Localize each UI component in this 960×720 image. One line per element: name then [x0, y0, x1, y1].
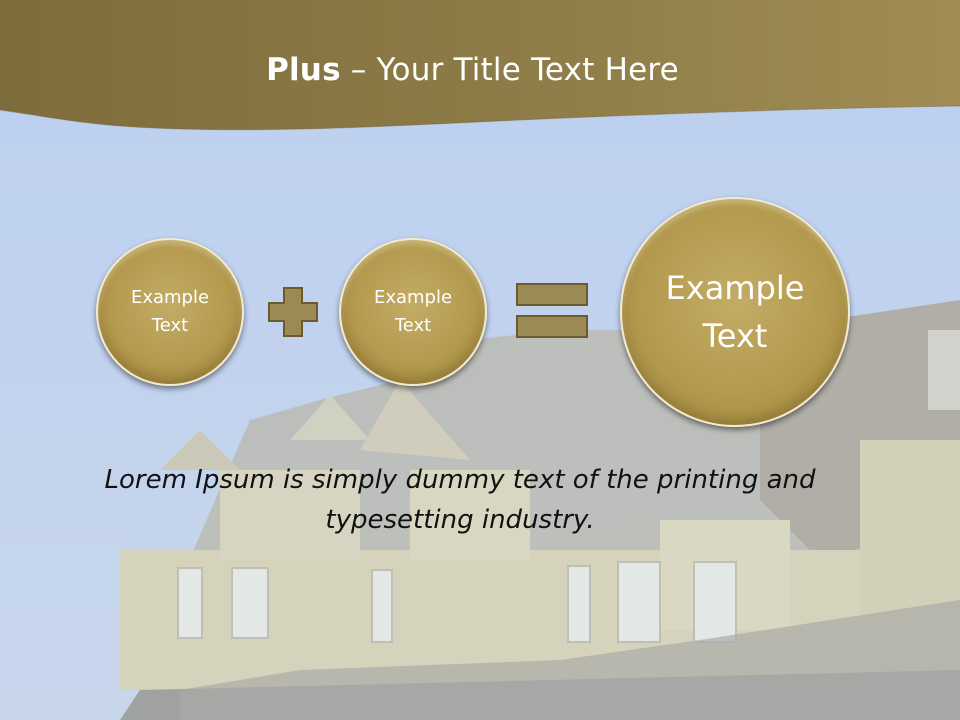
circle-1-label: Example Text	[130, 287, 210, 336]
body-text: Lorem Ipsum is simply dummy text of the …	[104, 465, 816, 535]
circle-3-label: Example Text	[665, 269, 805, 355]
plus-icon	[268, 287, 318, 337]
slide-title: Plus – Your Title Text Here	[0, 52, 945, 88]
example-circle-1: Example Text	[96, 238, 244, 386]
example-circle-result: Example Text	[620, 197, 850, 427]
equals-icon	[516, 283, 588, 338]
title-bold: Plus	[266, 52, 341, 88]
circle-2-label: Example Text	[373, 287, 453, 336]
title-rest: – Your Title Text Here	[340, 52, 679, 88]
example-circle-2: Example Text	[339, 238, 487, 386]
